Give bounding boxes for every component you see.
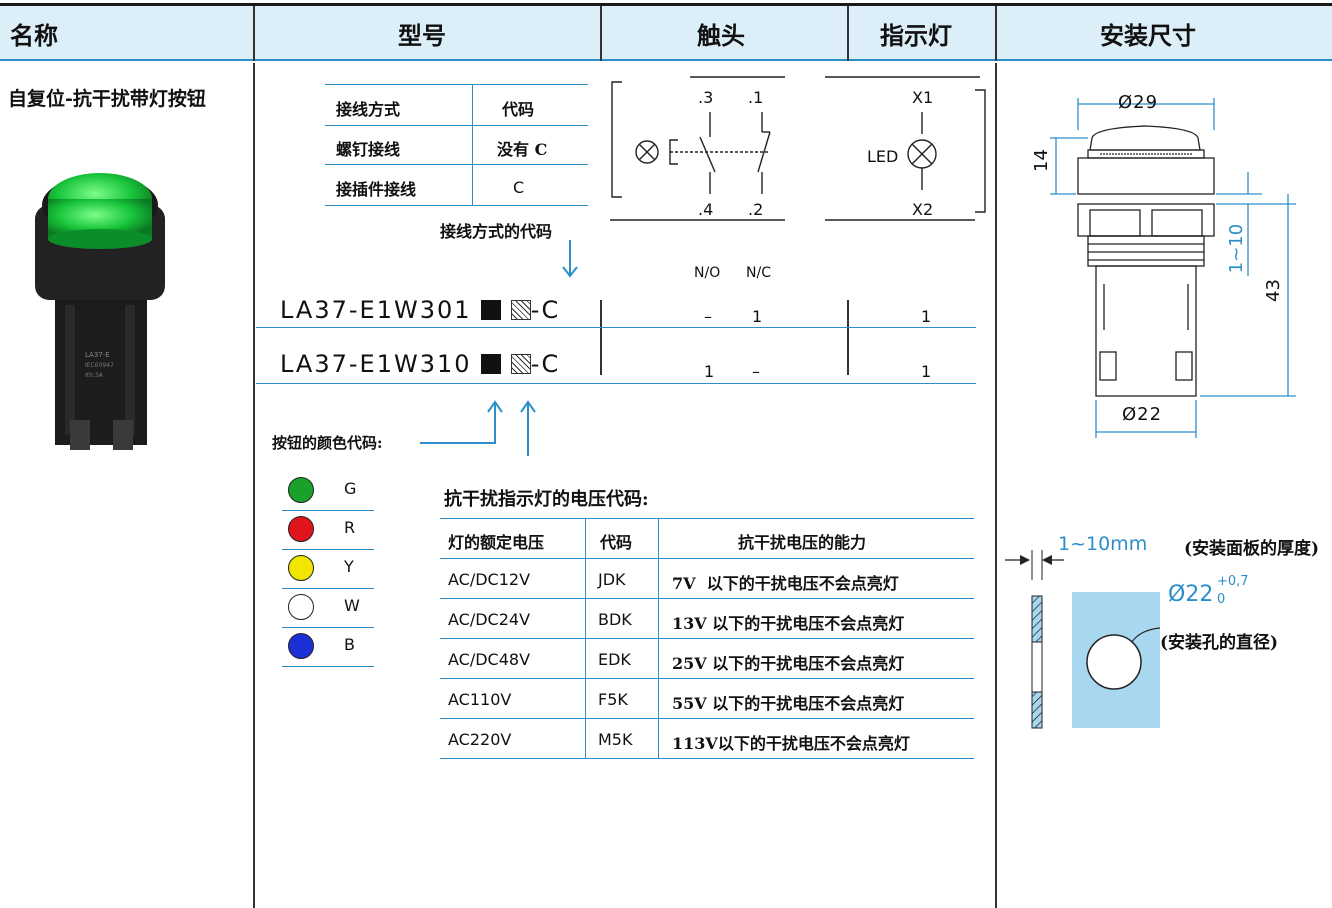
- terminal-3: .3: [698, 88, 714, 107]
- header-dimension: 安装尺寸: [1100, 21, 1196, 50]
- voltage-cell: AC/DC12V: [448, 570, 531, 589]
- panel-diagram: [1005, 550, 1161, 729]
- dim-1-10: 1~10: [1226, 223, 1248, 274]
- color-code: W: [344, 596, 360, 615]
- voltage-cell: EDK: [598, 650, 631, 669]
- color-swatch: [288, 594, 314, 620]
- color-code-arrows: [420, 400, 536, 456]
- terminal-2: .2: [748, 200, 764, 219]
- svg-text:LA37-E: LA37-E: [85, 351, 110, 359]
- voltage-header: 抗干扰电压的能力: [738, 533, 867, 552]
- voltage-header: 灯的额定电压: [448, 533, 545, 552]
- wiring-row-screw: 螺钉接线: [336, 140, 401, 159]
- product-photo: LA37-E IEC60947 Ith:3A: [35, 173, 165, 450]
- color-code: R: [344, 518, 356, 537]
- voltage-cell: AC220V: [448, 730, 512, 749]
- wiring-row-screw-code: 没有 C: [497, 140, 548, 159]
- col-divider: [253, 63, 255, 908]
- header-indicator: 指示灯: [880, 21, 952, 50]
- model-1-no: –: [704, 307, 712, 326]
- voltage-cell: BDK: [598, 610, 632, 629]
- model-1: LA37-E1W301 -C: [280, 296, 561, 324]
- dimension-drawing: [1050, 98, 1296, 438]
- model-2: LA37-E1W310 -C: [280, 350, 561, 378]
- col-divider: [995, 63, 997, 908]
- svg-text:Ith:3A: Ith:3A: [85, 372, 104, 379]
- voltage-cell: F5K: [598, 690, 628, 709]
- hole-diameter: Ø22: [1168, 582, 1214, 607]
- model-1-nc: 1: [752, 307, 763, 326]
- voltage-cell: 25V 以下的干扰电压不会点亮灯: [672, 654, 905, 673]
- model-2-nc: –: [752, 362, 760, 381]
- color-code-box: [481, 354, 502, 374]
- color-swatch: [288, 633, 314, 659]
- contact-diagram: [610, 76, 986, 221]
- product-name: 自复位-抗干扰带灯按钮: [8, 88, 206, 110]
- arrow-down-icon: [562, 240, 578, 278]
- voltage-cell: AC/DC48V: [448, 650, 531, 669]
- color-swatch: [288, 477, 314, 503]
- led-label: LED: [867, 147, 899, 166]
- voltage-cell: 55V 以下的干扰电压不会点亮灯: [672, 694, 905, 713]
- panel-thickness: 1~10mm: [1058, 533, 1148, 555]
- color-swatch: [288, 555, 314, 581]
- wiring-row-plug: 接插件接线: [336, 180, 417, 199]
- panel-thickness-note: (安装面板的厚度): [1184, 539, 1320, 559]
- voltage-cell: JDK: [598, 570, 626, 589]
- header-name: 名称: [10, 21, 58, 50]
- hole-tol-up: +0,7: [1217, 574, 1249, 589]
- color-code: G: [344, 479, 357, 498]
- model-2-lamp: 1: [921, 362, 932, 381]
- color-swatch: [288, 516, 314, 542]
- lamp-x1: X1: [912, 88, 934, 107]
- dim-h14: 14: [1030, 149, 1052, 172]
- no-label: N/O: [694, 265, 721, 281]
- voltage-cell: 113V以下的干扰电压不会点亮灯: [672, 734, 910, 753]
- terminal-4: .4: [698, 200, 714, 219]
- lamp-x2: X2: [912, 200, 934, 219]
- dim-h43: 43: [1262, 279, 1284, 302]
- hole-tol-down: 0: [1217, 592, 1226, 607]
- table-header: 名称 型号 触头 指示灯 安装尺寸: [0, 6, 1332, 61]
- voltage-code-box: [510, 300, 531, 320]
- wiring-row-plug-code: C: [513, 178, 525, 197]
- wiring-header-method: 接线方式: [336, 100, 401, 119]
- voltage-cell: AC110V: [448, 690, 512, 709]
- header-contact: 触头: [697, 21, 745, 50]
- model-2-no: 1: [704, 362, 715, 381]
- voltage-cell: AC/DC24V: [448, 610, 531, 629]
- svg-text:IEC60947: IEC60947: [85, 362, 114, 369]
- color-code: B: [344, 635, 355, 654]
- model-1-lamp: 1: [921, 307, 932, 326]
- color-code-label: 按钮的颜色代码:: [272, 434, 383, 452]
- voltage-code-box: [510, 354, 531, 374]
- dim-d22: Ø22: [1122, 404, 1163, 425]
- color-code: Y: [344, 557, 354, 576]
- nc-label: N/C: [746, 265, 771, 281]
- voltage-table-title: 抗干扰指示灯的电压代码:: [444, 489, 649, 510]
- dim-d29: Ø29: [1118, 92, 1159, 113]
- terminal-1: .1: [748, 88, 764, 107]
- hole-note: (安装孔的直径): [1160, 633, 1279, 653]
- voltage-header: 代码: [600, 533, 633, 552]
- wiring-caption: 接线方式的代码: [440, 222, 553, 241]
- header-model: 型号: [398, 21, 446, 50]
- color-code-box: [481, 300, 502, 320]
- voltage-cell: M5K: [598, 730, 633, 749]
- top-rule: [0, 3, 1332, 6]
- voltage-cell: 7V 以下的干扰电压不会点亮灯: [672, 574, 899, 593]
- wiring-header-code: 代码: [502, 100, 535, 119]
- voltage-cell: 13V 以下的干扰电压不会点亮灯: [672, 614, 905, 633]
